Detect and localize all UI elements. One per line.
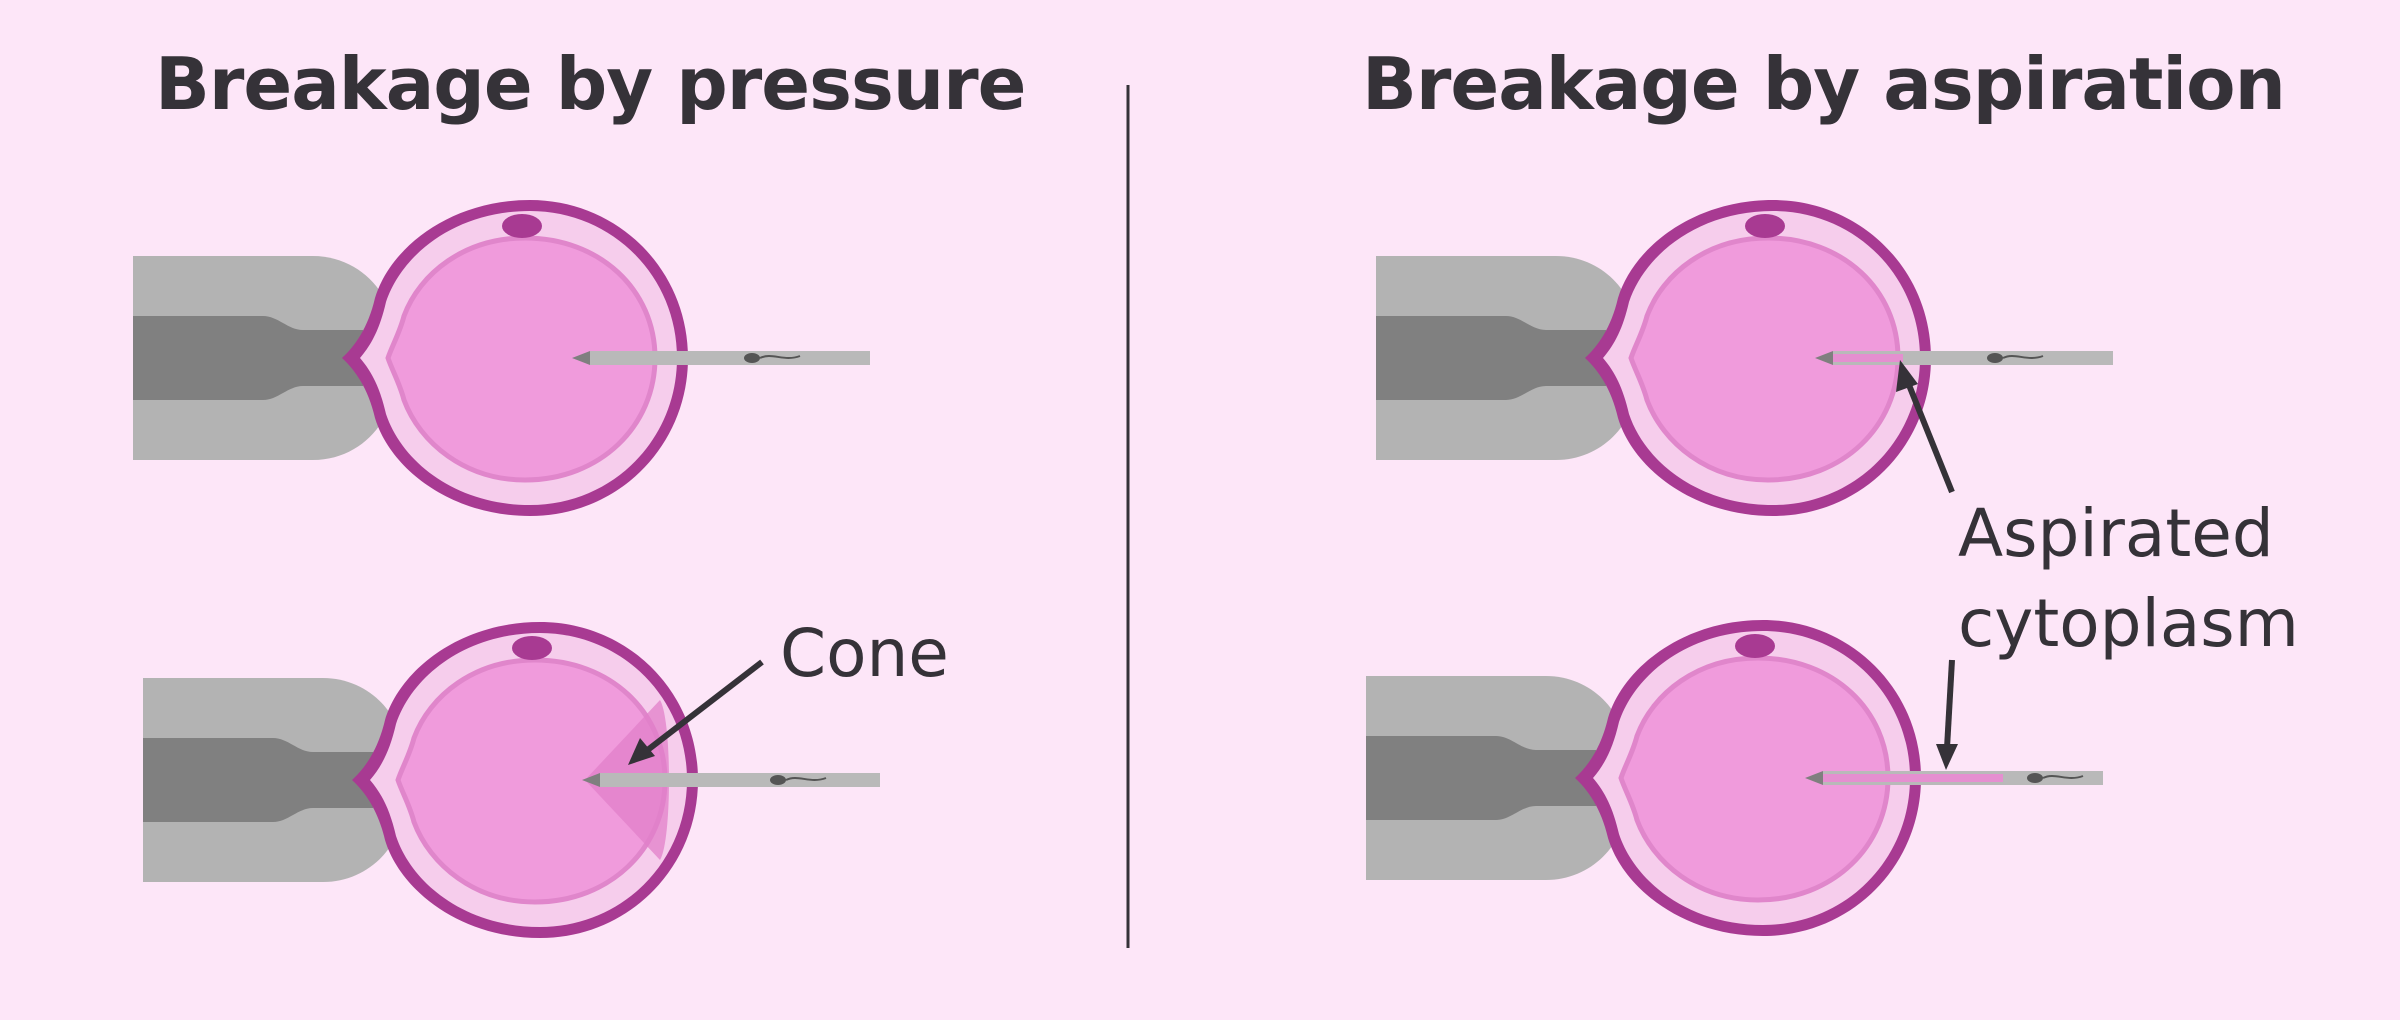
label-cytoplasm: cytoplasm xyxy=(1958,585,2299,662)
title-breakage-by-aspiration: Breakage by aspiration xyxy=(1362,42,2286,126)
label-cone: Cone xyxy=(780,615,949,692)
left-bottom-injection-needle xyxy=(582,773,880,787)
label-aspirated: Aspirated xyxy=(1958,495,2274,572)
right-top-injection-needle xyxy=(1815,351,2113,365)
title-breakage-by-pressure: Breakage by pressure xyxy=(155,42,1026,126)
aspiration-arrow-bottom xyxy=(1936,659,1958,770)
cone-arrow xyxy=(628,659,764,765)
left-top-injection-needle xyxy=(572,351,870,365)
right-bottom-injection-needle xyxy=(1805,771,2103,785)
aspiration-arrow-top xyxy=(1896,360,1955,494)
